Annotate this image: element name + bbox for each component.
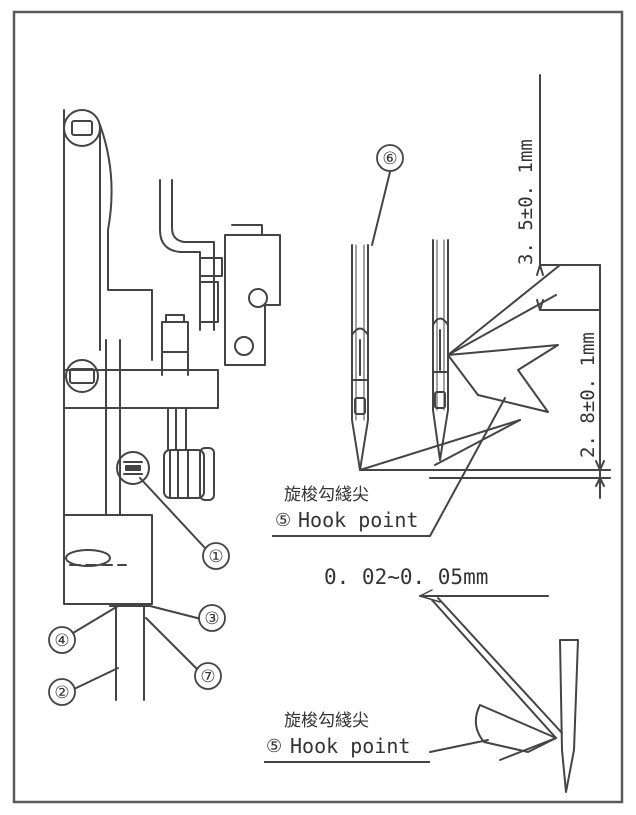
needle-clamp-block <box>63 514 153 605</box>
leader-1 <box>139 477 206 549</box>
middle-screw-icon <box>65 359 99 393</box>
callout-2: ② <box>54 683 69 703</box>
dimension-lower-gap: 2. 8±0. 1mm <box>577 332 599 458</box>
top-screw-icon <box>63 109 101 147</box>
rotary-hook-assembly <box>116 407 215 501</box>
callout-circle-2 <box>48 678 76 706</box>
callout-circle-3 <box>198 604 226 632</box>
hook-tip-outline <box>447 344 559 413</box>
hook-point-cn-label-1: 旋梭勾綫尖 <box>284 485 369 505</box>
hook-point-en-label-2: Hook point <box>290 734 410 758</box>
callout-6: ⑥ <box>382 149 397 169</box>
hook-point-cn-label-2: 旋梭勾綫尖 <box>284 711 369 731</box>
callout-5a: ⑤ <box>275 510 291 531</box>
leader-3 <box>149 605 206 621</box>
callout-4: ④ <box>54 631 69 651</box>
leader-2 <box>71 667 119 691</box>
bracket-hole-icon-2 <box>234 336 254 356</box>
clearance-detail <box>419 589 579 793</box>
leader-4 <box>67 605 119 637</box>
leader-7 <box>145 617 201 673</box>
dimension-clearance: 0. 02~0. 05mm <box>324 565 488 589</box>
callout-circle-4 <box>48 626 76 654</box>
callout-3: ③ <box>204 609 219 629</box>
set-screw-icon <box>116 451 150 485</box>
hook-point-en-label-1: Hook point <box>298 508 418 532</box>
dimension-top-gap: 3. 5±0. 1mm <box>515 139 537 265</box>
callout-7: ⑦ <box>200 667 215 687</box>
callout-circle-7 <box>194 662 222 690</box>
callout-circle-1 <box>202 542 230 570</box>
needle-bar-mechanism <box>63 109 219 701</box>
callout-1: ① <box>208 547 223 567</box>
outer-frame <box>12 10 624 804</box>
callout-circle-6 <box>376 144 404 172</box>
callout-markers <box>48 144 404 706</box>
upper-bracket <box>159 179 281 376</box>
callout-5b: ⑤ <box>266 736 282 757</box>
timing-line-1 <box>447 264 561 356</box>
bracket-hole-icon <box>248 288 268 308</box>
